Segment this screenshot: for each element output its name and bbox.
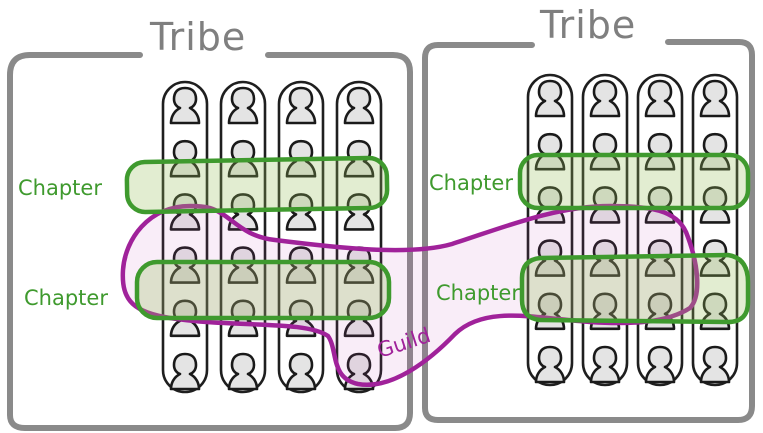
person-icon: [589, 132, 621, 171]
person-icon: [227, 352, 259, 391]
person-icon: [534, 132, 566, 171]
chapter-top-right-label: Chapter: [429, 171, 513, 195]
tribe-right-squad-4: [691, 73, 739, 387]
person-icon: [343, 86, 375, 125]
person-icon: [534, 79, 566, 118]
person-icon: [169, 139, 201, 178]
person-icon: [644, 132, 676, 171]
chapter-top-left-band: [124, 155, 390, 215]
tribe-right: Tribe: [422, 3, 755, 423]
person-icon: [699, 186, 731, 224]
person-icon: [699, 239, 731, 277]
squad-outline: [691, 73, 739, 387]
chapter-top-left: Chapter: [18, 155, 390, 215]
person-icon: [343, 193, 375, 231]
tribe-right-frame: [422, 39, 755, 423]
chapter-bottom-right: Chapter: [436, 252, 751, 325]
person-icon: [227, 246, 259, 284]
person-icon: [285, 86, 317, 125]
tribe-left: Tribe: [7, 15, 413, 431]
tribe-right-squad-3: [636, 73, 684, 387]
chapter-top-left-label: Chapter: [18, 176, 102, 200]
person-icon: [589, 79, 621, 118]
chapter-top-right-band: [517, 152, 751, 211]
person-icon: [699, 132, 731, 171]
tribe-right-squad-1: [526, 73, 574, 387]
person-icon: [285, 193, 317, 231]
person-icon: [534, 345, 566, 384]
person-icon: [227, 86, 259, 125]
person-icon: [169, 246, 201, 284]
tribe-right-squad-2: [581, 73, 629, 387]
person-icon: [644, 345, 676, 384]
tribe-left-label: Tribe: [149, 15, 246, 59]
chapter-bottom-right-label: Chapter: [436, 281, 520, 305]
person-icon: [169, 86, 201, 125]
chapter-bottom-left-label: Chapter: [24, 286, 108, 310]
chapter-bottom-left-band: [134, 259, 392, 321]
person-icon: [589, 345, 621, 384]
person-icon: [285, 246, 317, 284]
person-icon: [285, 352, 317, 391]
tribe-left-frame: [7, 52, 413, 431]
person-icon: [169, 352, 201, 391]
chapter-top-right: Chapter: [429, 152, 751, 211]
squad-outline: [277, 80, 325, 394]
tribe-left-squad-3: [277, 80, 325, 394]
person-icon: [699, 79, 731, 118]
person-icon: [644, 79, 676, 118]
chapter-bottom-left: Chapter: [24, 259, 392, 321]
person-icon: [343, 246, 375, 284]
chapter-bottom-right-band: [519, 252, 751, 325]
tribe-right-label: Tribe: [539, 3, 636, 47]
tribe-right-squads: [526, 73, 739, 387]
person-icon: [699, 345, 731, 384]
